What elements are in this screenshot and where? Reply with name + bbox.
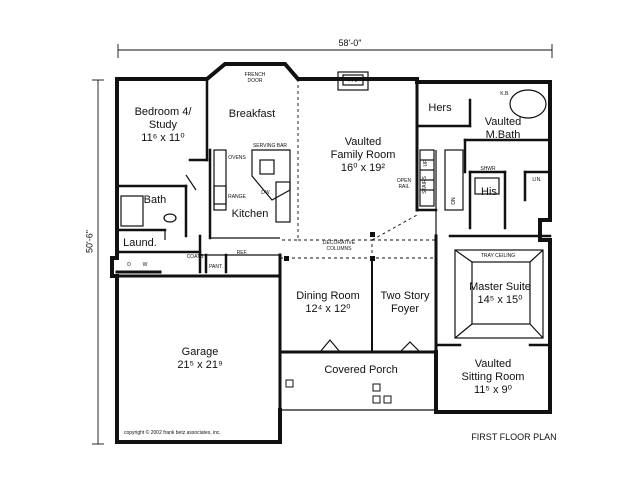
door-swings [164,174,421,353]
room-sitting-name2: Sitting Room [461,371,525,383]
label-decorative-columns: DECORATIVE COLUMNS [314,240,364,252]
room-master-name: Master Suite [469,281,531,293]
label-stairs-dn: DN [451,197,457,205]
room-garage: Garage 21⁵ x 21⁹ [160,346,240,372]
room-master: Master Suite 14⁵ x 15⁰ [458,281,542,307]
room-family-size: 16⁰ x 19² [340,162,386,174]
label-ref: REF. [236,250,248,256]
stairs [419,149,464,211]
room-bedroom4-size: 11⁶ x 11⁰ [141,132,185,144]
dimension-lines [92,44,553,445]
label-french-door-1: FRENCH [244,72,266,78]
label-serving-bar: SERVING BAR [252,143,288,149]
room-dining: Dining Room 12⁴ x 12⁰ [290,290,366,316]
room-bath: Bath [143,194,167,206]
room-breakfast: Breakfast [228,108,276,120]
label-fpl: FPL [348,78,358,84]
label-open-rail-1: OPEN [396,178,412,184]
room-garage-name: Garage [181,346,219,358]
room-master-size: 14⁵ x 15⁰ [477,294,523,306]
room-foyer-name2: Foyer [390,303,420,315]
porch-outline [279,409,436,442]
label-washer: W [142,262,148,268]
label-stairs: STAIRS [422,176,428,194]
label-open-rail: OPEN RAIL [392,178,416,190]
label-french-door-2: DOOR [247,78,263,84]
room-kitchen: Kitchen [231,208,269,220]
label-lin: LIN. [532,177,542,183]
label-open-rail-2: RAIL [398,184,410,190]
room-dining-size: 12⁴ x 12⁰ [305,303,351,315]
label-coats: COATS [186,254,204,260]
dashed-lines [280,79,436,259]
label-range: RANGE [228,194,246,200]
tray-ceiling [454,249,544,339]
kitchen-fixtures [213,149,291,223]
room-sitting-size: 11⁵ x 9⁰ [473,384,513,396]
label-tray-ceiling: TRAY CEILING [480,253,516,259]
room-vaulted-bath-name2: M.Bath [485,129,521,141]
room-bedroom4-name2: Study [148,119,178,131]
label-ovens: OVENS [228,155,246,161]
room-sitting-name1: Vaulted [474,358,512,370]
room-bedroom4-name1: Bedroom 4/ [134,106,192,118]
label-kb: K.B. [500,91,510,97]
interior-walls [115,77,552,412]
room-family: Vaulted Family Room 16⁰ x 19² [318,136,408,175]
depth-dimension: 50'-6" [84,230,95,253]
label-dryer: D [127,262,131,268]
room-garage-size: 21⁵ x 21⁹ [177,359,223,371]
room-family-name1: Vaulted [344,136,382,148]
copyright-text: copyright © 2002 frank betz associates, … [124,430,221,436]
room-bedroom4: Bedroom 4/ Study 11⁶ x 11⁰ [125,106,201,145]
room-foyer-name1: Two Story [380,290,430,302]
room-vaulted-bath: Vaulted M.Bath [478,116,528,142]
label-pant: PANT. [209,264,223,270]
room-family-name2: Family Room [330,149,396,161]
label-decorative-2: COLUMNS [326,246,352,252]
width-dimension: 58'-0" [338,38,362,48]
plan-title: FIRST FLOOR PLAN [471,432,557,442]
room-hers: Hers [428,102,452,114]
bath-fixtures [120,89,547,227]
label-dw: DW. [261,190,271,196]
fireplace [337,71,369,91]
label-stairs-up: UP [423,159,429,167]
room-sitting: Vaulted Sitting Room 11⁵ x 9⁰ [448,358,538,397]
columns [284,232,392,404]
room-foyer: Two Story Foyer [378,290,432,316]
room-laundry: Laund. [123,237,157,249]
label-french-door: FRENCH DOOR [240,72,270,84]
label-decorative-1: DECORATIVE [322,240,356,246]
room-porch: Covered Porch [324,364,398,376]
label-shwr: SHWR [480,166,496,172]
room-dining-name: Dining Room [296,290,360,302]
room-his: His [481,186,497,198]
room-vaulted-bath-name1: Vaulted [484,116,522,128]
